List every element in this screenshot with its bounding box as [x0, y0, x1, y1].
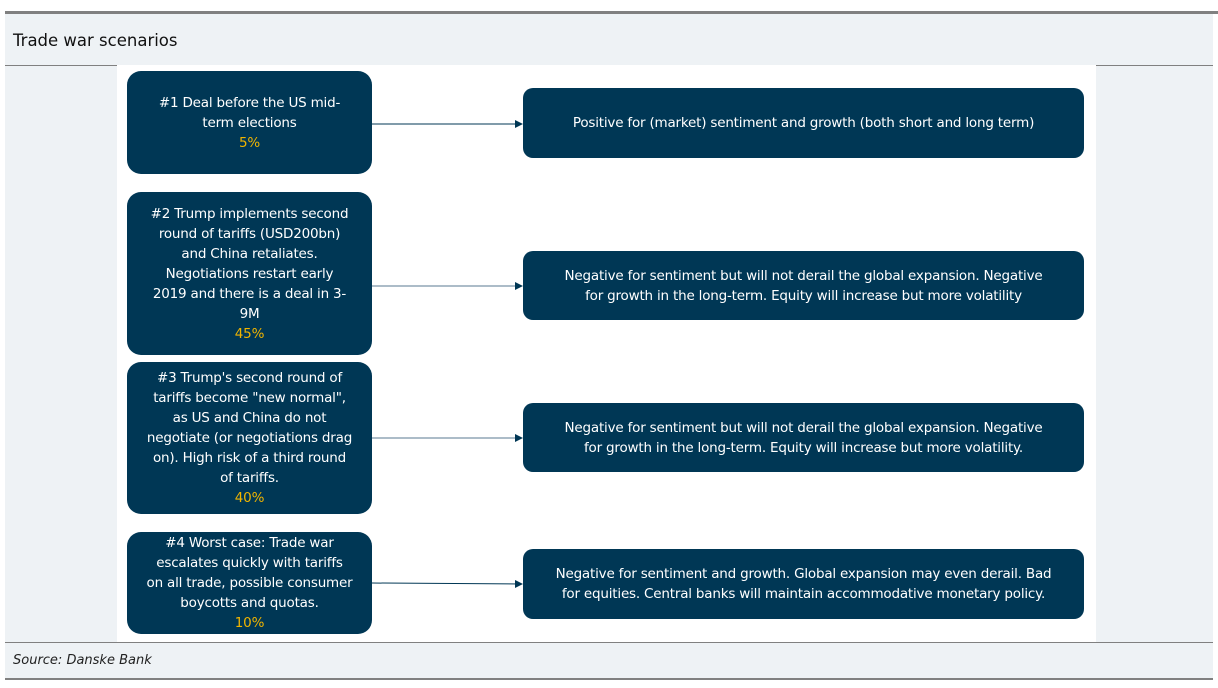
scenario-text: #1 Deal before the US mid-term elections — [158, 94, 341, 131]
header: Trade war scenarios — [5, 14, 1213, 65]
source-note: Source: Danske Bank — [13, 653, 152, 668]
arrow-4 — [371, 579, 523, 588]
outcome-4-box: Negative for sentiment and growth. Globa… — [523, 549, 1084, 619]
chart-title: Trade war scenarios — [13, 31, 178, 50]
scenario-1-box: #1 Deal before the US mid-term elections… — [127, 71, 372, 174]
scenario-probability: 5% — [238, 134, 261, 151]
scenario-probability: 10% — [234, 615, 265, 631]
outcome-2-box: Negative for sentiment but will not dera… — [523, 251, 1084, 320]
scenario-probability: 45% — [234, 325, 265, 342]
right-margin — [1096, 65, 1213, 642]
footer: Source: Danske Bank — [5, 642, 1213, 680]
outcome-1-box: Positive for (market) sentiment and grow… — [523, 88, 1084, 158]
scenario-probability: 40% — [234, 490, 265, 506]
top-rule — [5, 11, 1218, 14]
left-margin — [5, 65, 117, 642]
outcome-3-box: Negative for sentiment but will not dera… — [523, 403, 1084, 472]
